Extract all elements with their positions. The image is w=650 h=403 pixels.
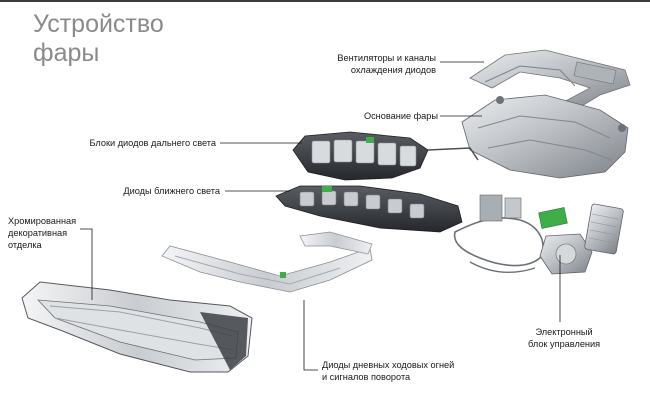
title-line-2: фары xyxy=(33,39,100,67)
label-fans-line2: охлаждения диодов xyxy=(350,65,436,75)
cooling-fans-part xyxy=(469,49,631,111)
label-fans: Вентиляторы и каналы охлаждения диодов xyxy=(337,52,436,76)
label-chrome-trim: Хромированная декоративная отделка xyxy=(8,215,76,251)
low-beam-diodes-part xyxy=(275,185,463,233)
chrome-decorative-trim-part xyxy=(21,281,253,373)
label-ecu-line2: блок управления xyxy=(528,339,601,349)
label-drl-line2: и сигналов поворота xyxy=(322,372,411,382)
label-ecu: Электронный блок управления xyxy=(528,326,600,350)
leader-lines xyxy=(80,61,561,371)
leader-chrome xyxy=(80,228,93,300)
title-line-1: Устройство xyxy=(33,10,164,38)
high-beam-led-blocks-part xyxy=(292,131,479,181)
label-base: Основание фары xyxy=(364,110,438,122)
label-fans-line1: Вентиляторы и каналы xyxy=(337,53,436,63)
label-chrome-line1: Хромированная xyxy=(8,216,77,226)
top-rule xyxy=(0,0,650,2)
label-drl: Диоды дневных ходовых огней и сигналов п… xyxy=(322,359,454,383)
label-chrome-line2: декоративная xyxy=(8,228,68,238)
label-high-beam-line1: Блоки диодов дальнего света xyxy=(89,138,216,148)
label-chrome-line3: отделка xyxy=(8,240,42,250)
label-low-beam: Диоды ближнего света xyxy=(123,185,220,197)
label-low-beam-line1: Диоды ближнего света xyxy=(123,186,220,196)
page-title: Устройство фары xyxy=(33,10,164,68)
label-ecu-line1: Электронный xyxy=(535,327,593,337)
label-base-line1: Основание фары xyxy=(363,111,438,121)
headlight-base-part xyxy=(461,94,629,179)
leader-drl xyxy=(303,300,318,371)
electronic-control-unit-part xyxy=(453,194,624,275)
label-high-beam: Блоки диодов дальнего света xyxy=(89,137,216,149)
drl-turn-signal-strip-part xyxy=(161,231,373,293)
label-drl-line1: Диоды дневных ходовых огней xyxy=(322,360,455,370)
